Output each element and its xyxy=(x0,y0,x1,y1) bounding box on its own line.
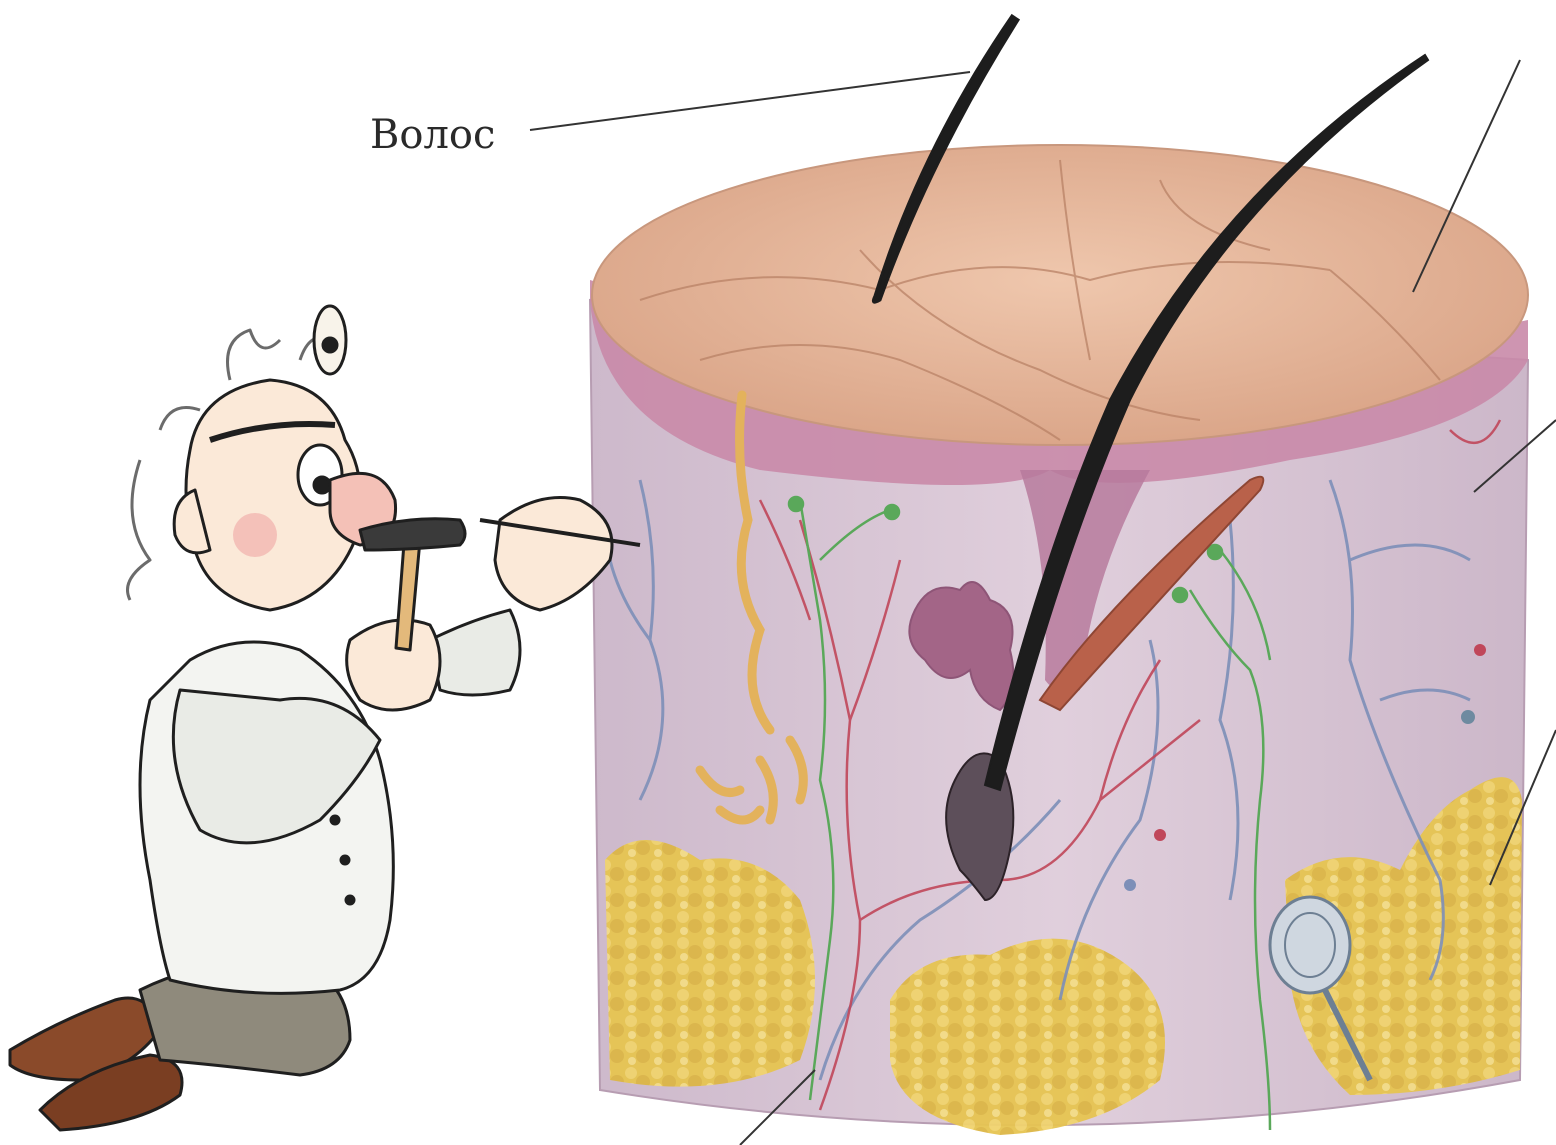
skin-surface xyxy=(592,145,1528,445)
scientist-figure-icon xyxy=(10,306,640,1130)
skin-cross-section-icon xyxy=(530,16,1556,1145)
hair-label: Волос xyxy=(370,112,495,158)
arm xyxy=(430,610,520,695)
hand-holding-hammer xyxy=(347,620,440,710)
